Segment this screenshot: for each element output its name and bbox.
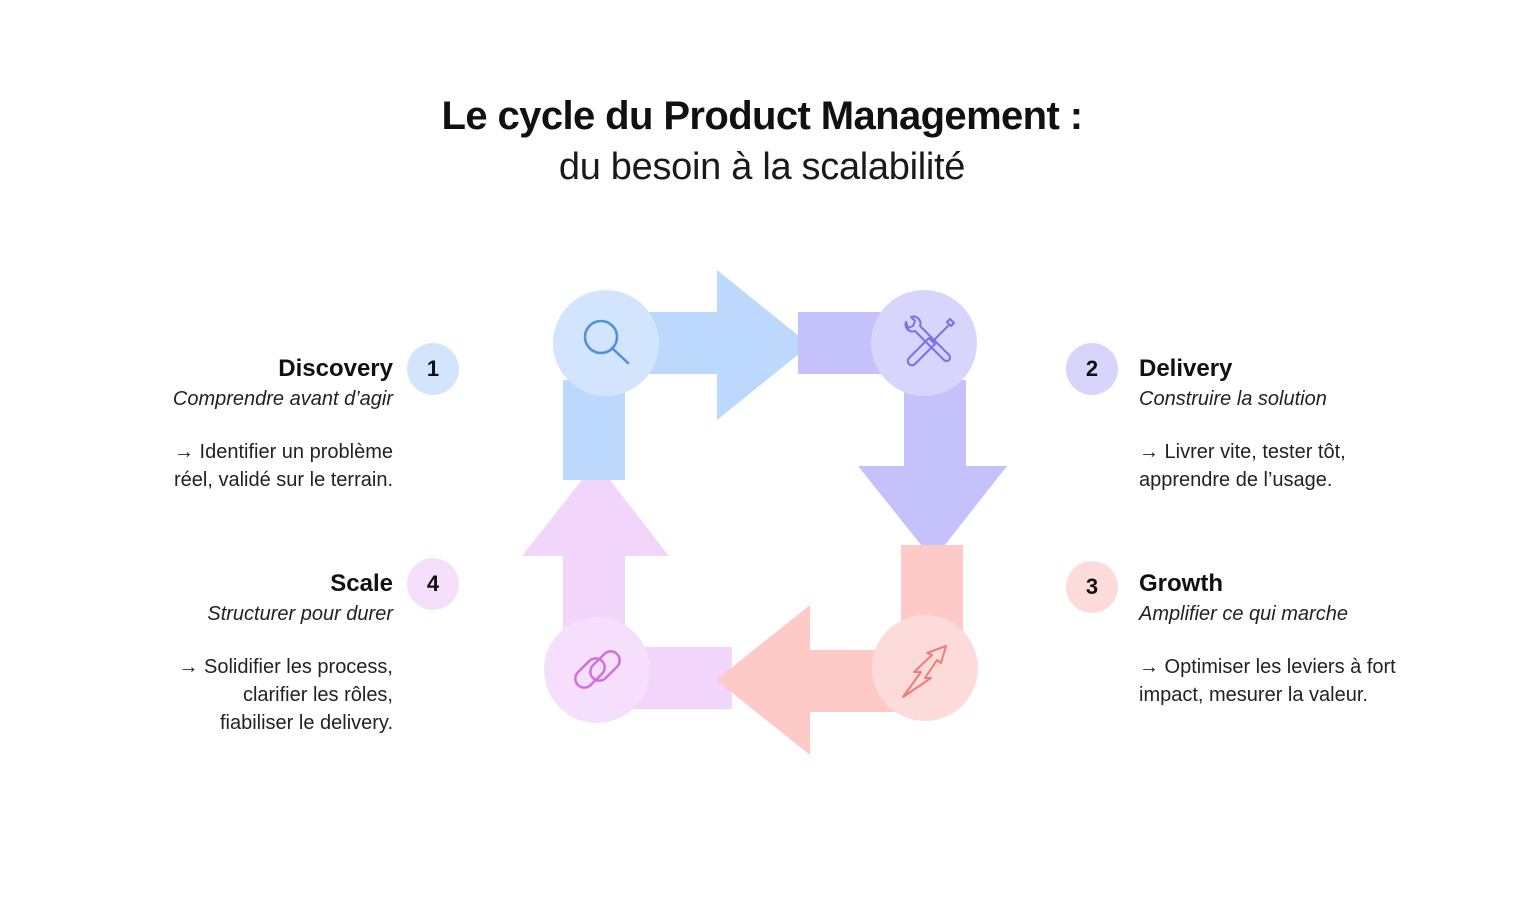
discovery-number-badge: 1: [407, 343, 459, 395]
growth-circle: [872, 615, 978, 721]
growth-number-badge: 3: [1066, 561, 1118, 613]
scale-title: Scale: [330, 570, 393, 597]
growth-text-block: Growth Amplifier ce qui marche → Optimis…: [1139, 569, 1469, 709]
scale-description: → Solidifier les process, clarifier les …: [178, 656, 393, 734]
tools-icon: [904, 315, 955, 367]
discovery-circle: [553, 290, 659, 396]
discovery-title: Discovery: [278, 355, 393, 382]
scale-number-badge: 4: [407, 558, 459, 610]
delivery-title: Delivery: [1139, 355, 1233, 382]
discovery-tagline: Comprendre avant d’agir: [172, 388, 393, 410]
scale-circle: [544, 617, 650, 723]
growth-title: Growth: [1139, 570, 1223, 597]
diagram-subtitle: du besoin à la scalabilité: [558, 146, 966, 188]
delivery-description: → Livrer vite, tester tôt, apprendre de …: [1139, 441, 1346, 491]
delivery-tagline: Construire la solution: [1139, 388, 1327, 410]
growth-tagline: Amplifier ce qui marche: [1139, 603, 1348, 625]
lightning-arrow-icon: [902, 645, 947, 698]
chain-link-icon: [574, 650, 621, 689]
scale-tagline: Structurer pour durer: [207, 603, 393, 625]
diagram-title: Le cycle du Product Management :: [441, 94, 1084, 138]
growth-description: → Optimiser les leviers à fort impact, m…: [1139, 656, 1396, 706]
discovery-description: → Identifier un problème réel, validé su…: [173, 441, 393, 491]
scale-text-block: Scale Structurer pour durer → Solidifier…: [63, 569, 393, 737]
delivery-number-badge: 2: [1066, 343, 1118, 395]
magnifier-icon: [583, 319, 630, 365]
discovery-text-block: Discovery Comprendre avant d’agir → Iden…: [63, 354, 393, 494]
delivery-text-block: Delivery Construire la solution → Livrer…: [1139, 354, 1469, 494]
